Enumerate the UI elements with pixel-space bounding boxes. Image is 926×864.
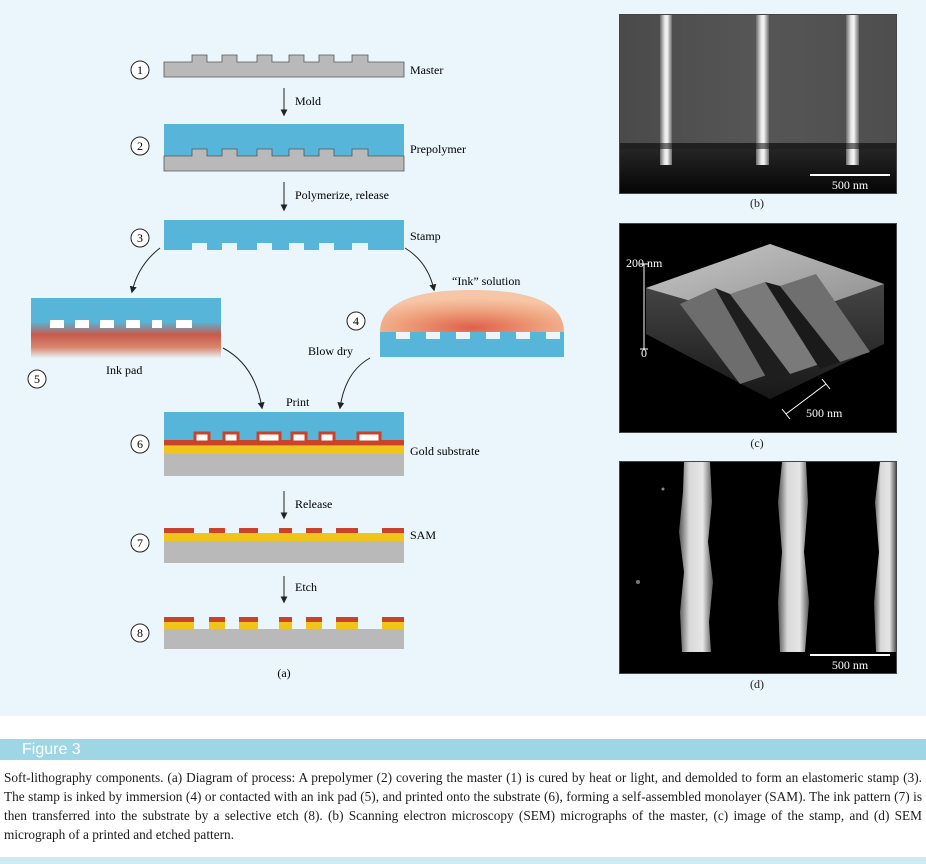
step-3-circle bbox=[130, 228, 150, 248]
etched-substrate bbox=[164, 629, 404, 649]
ink-droplet bbox=[380, 290, 564, 332]
step-7-label: SAM bbox=[410, 528, 436, 542]
figure-label: Figure 3 bbox=[22, 741, 81, 758]
b-scale-label: 500 nm bbox=[832, 178, 869, 192]
step-1-number: 1 bbox=[137, 63, 143, 77]
step-8-number: 8 bbox=[137, 626, 143, 640]
inkpad-stamp bbox=[31, 298, 221, 322]
step-2-circle bbox=[130, 136, 150, 156]
print-gap-2 bbox=[222, 431, 240, 444]
sam-substrate bbox=[164, 541, 404, 563]
step-4-label: Blow dry bbox=[308, 344, 353, 358]
step-5-inkpad: 5 Ink pad bbox=[27, 298, 221, 389]
inkpad-gap-5 bbox=[152, 320, 162, 328]
figure-label-bar: Figure 3 bbox=[0, 739, 926, 760]
gold-layer bbox=[164, 446, 404, 454]
step-7-circle bbox=[130, 533, 150, 553]
panel-a-caption: (a) bbox=[277, 666, 290, 680]
step-8-circle bbox=[130, 623, 150, 643]
figure-caption: Soft-lithography components. (a) Diagram… bbox=[4, 770, 922, 842]
step-5-number: 5 bbox=[34, 372, 40, 386]
c-z-top-label: 200 nm bbox=[626, 256, 663, 270]
step-8-etched: 8 bbox=[130, 617, 404, 649]
step-4-circle bbox=[346, 311, 366, 331]
substrate bbox=[164, 454, 404, 476]
solution-to-print-arrow bbox=[337, 357, 371, 410]
stamp-to-inkpad-arrow bbox=[129, 247, 161, 294]
sem-master-image: 500 nm bbox=[619, 14, 897, 194]
figure-panel: 1 Master Mold 2 Prepolymer Polymerize, r… bbox=[0, 0, 926, 716]
step-6-label: Gold substrate bbox=[410, 444, 480, 458]
master-profile bbox=[163, 54, 405, 78]
d-scale-label: 500 nm bbox=[832, 658, 869, 672]
sam-1 bbox=[164, 528, 194, 533]
c-z-zero-label: 0 bbox=[641, 346, 647, 360]
print-gap-5 bbox=[318, 431, 336, 444]
step-2-label: Prepolymer bbox=[410, 142, 466, 156]
sam-4 bbox=[279, 528, 292, 533]
master-under-prepolymer bbox=[163, 148, 405, 172]
bottom-divider bbox=[0, 857, 926, 864]
step-1-circle bbox=[130, 60, 150, 80]
stamp-to-solution-arrow bbox=[404, 247, 437, 292]
sam-gold-layer bbox=[164, 533, 404, 541]
print-gap-4 bbox=[290, 431, 308, 444]
step-4-ink-solution: “Ink” solution 4 Blow dry bbox=[308, 274, 564, 358]
release-label: Release bbox=[295, 497, 332, 511]
step-3-label: Stamp bbox=[410, 229, 441, 243]
inkpad-gap-1 bbox=[50, 320, 64, 328]
step-6-circle bbox=[130, 434, 150, 454]
sam-2 bbox=[209, 528, 225, 533]
print-label: Print bbox=[286, 395, 310, 409]
etch-label: Etch bbox=[295, 580, 317, 594]
panel-d-caption: (d) bbox=[750, 677, 764, 691]
print-gap-6 bbox=[356, 431, 382, 444]
step-2-number: 2 bbox=[137, 139, 143, 153]
step-5-label: Ink pad bbox=[106, 363, 142, 377]
print-gap-3 bbox=[256, 431, 282, 444]
sam-5 bbox=[306, 528, 322, 533]
etched-features bbox=[164, 617, 404, 629]
ink-layer bbox=[164, 440, 404, 445]
step-1-master: 1 Master bbox=[130, 54, 443, 80]
mold-label: Mold bbox=[295, 94, 321, 108]
sam-3 bbox=[239, 528, 258, 533]
panel-c-caption: (c) bbox=[750, 436, 764, 450]
print-gap-1 bbox=[193, 431, 211, 444]
step-7-number: 7 bbox=[137, 536, 143, 550]
sam-6 bbox=[336, 528, 358, 533]
panel-b-caption: (b) bbox=[750, 196, 764, 210]
stamp-profile bbox=[164, 220, 404, 250]
step-4-number: 4 bbox=[353, 314, 359, 328]
sem-pattern-image: 500 nm bbox=[619, 461, 897, 674]
polymerize-label: Polymerize, release bbox=[295, 188, 389, 202]
step-6-number: 6 bbox=[137, 437, 143, 451]
inkpad-gap-4 bbox=[126, 320, 140, 328]
c-scale-label: 500 nm bbox=[806, 406, 843, 420]
ink-solution-label: “Ink” solution bbox=[452, 274, 520, 288]
inkpad-to-print-arrow bbox=[222, 347, 265, 410]
process-diagram: 1 Master Mold 2 Prepolymer Polymerize, r… bbox=[27, 54, 564, 680]
inkpad-gap-2 bbox=[75, 320, 89, 328]
step-2-prepolymer: 2 Prepolymer bbox=[130, 124, 466, 172]
step-7-sam: 7 SAM bbox=[130, 528, 436, 563]
step-1-label: Master bbox=[410, 63, 443, 77]
inked-stamp bbox=[380, 332, 564, 357]
inkpad-gap-3 bbox=[100, 320, 114, 328]
step-5-circle bbox=[27, 369, 47, 389]
inkpad-gap-6 bbox=[176, 320, 192, 328]
sam-7 bbox=[382, 528, 404, 533]
step-6-print: 6 Gold substrate bbox=[130, 412, 480, 476]
stamp-3d-image: 200 nm 0 500 nm bbox=[619, 223, 897, 433]
step-3-number: 3 bbox=[137, 231, 143, 245]
step-3-stamp: 3 Stamp bbox=[130, 220, 441, 250]
